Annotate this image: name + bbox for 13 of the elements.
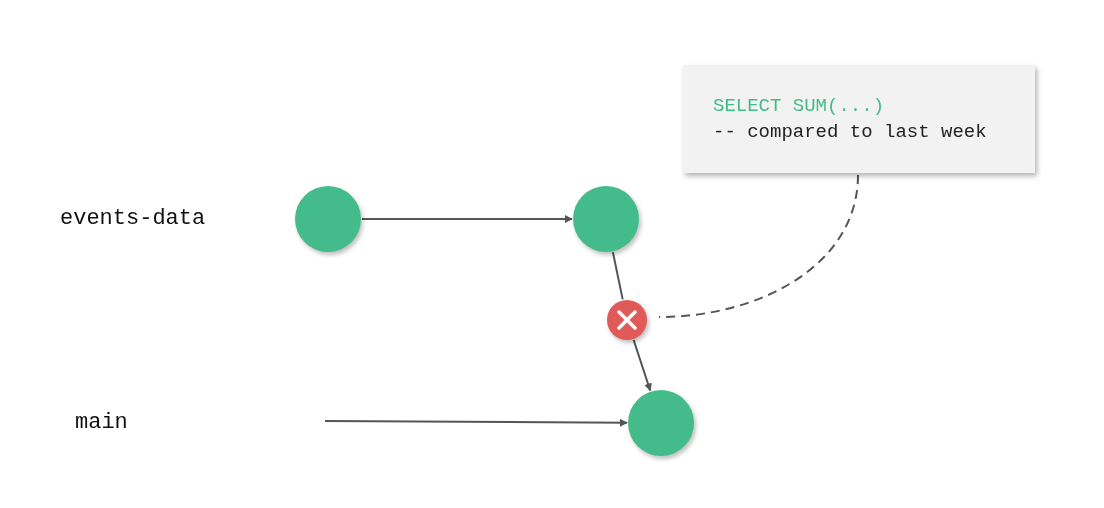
arrow: [324, 418, 628, 427]
code-line: SELECT SUM(...): [713, 94, 885, 119]
failure-marker: [607, 300, 647, 340]
commit-circle: [295, 186, 361, 252]
branch-label: events-data: [60, 206, 206, 231]
commit-circle: [628, 390, 694, 456]
code-comment: -- compared to last week: [713, 120, 987, 145]
leader-line: [658, 174, 859, 318]
arrow: [361, 215, 573, 223]
arrow: [632, 338, 652, 392]
commit-circle: [573, 186, 639, 252]
branch-label: main: [75, 410, 128, 435]
code-box: [683, 65, 1035, 173]
